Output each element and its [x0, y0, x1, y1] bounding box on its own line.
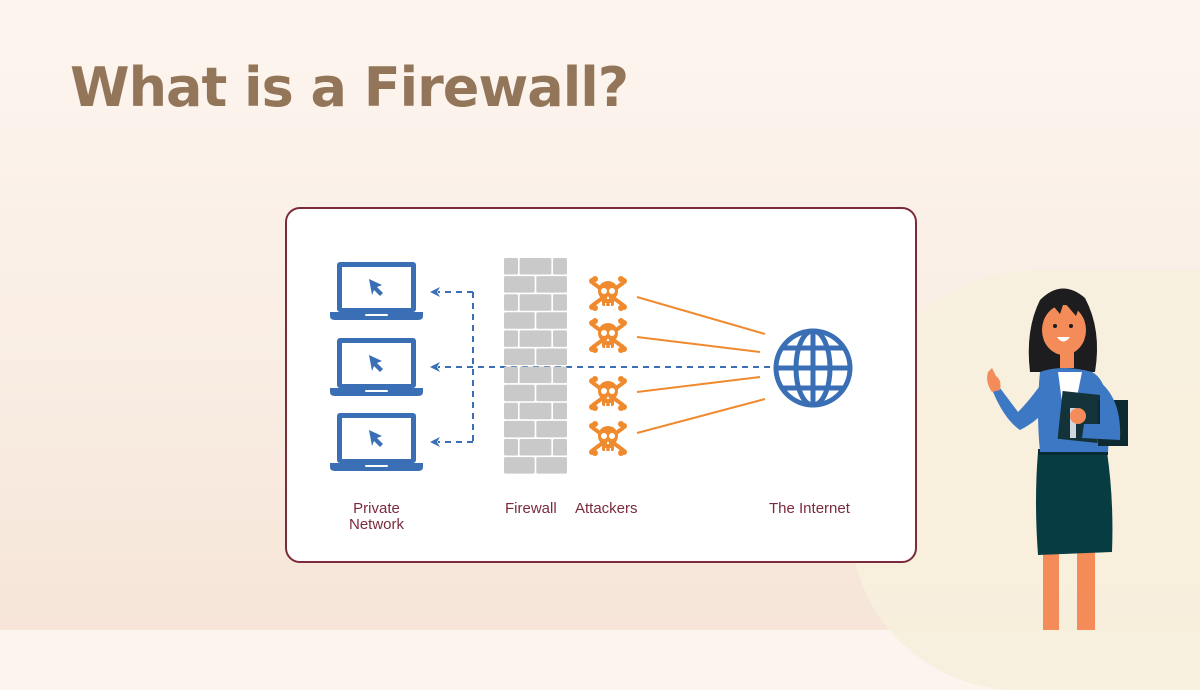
brick: [536, 384, 567, 402]
attack-line: [636, 398, 766, 434]
brick: [553, 258, 567, 275]
brick: [553, 330, 567, 347]
attack-lines: [636, 296, 766, 434]
arrowhead-icon: [430, 437, 440, 447]
brick: [536, 312, 567, 329]
brick: [553, 294, 567, 311]
brick: [504, 420, 535, 438]
brick: [536, 276, 567, 293]
label-private-network-line2: Network: [348, 516, 404, 533]
brick: [504, 348, 535, 365]
laptop-icon: [330, 338, 423, 396]
brick-wall-icon: [504, 258, 567, 474]
brick: [504, 384, 535, 402]
globe-icon: [773, 328, 853, 408]
brick: [536, 457, 567, 474]
brick: [504, 312, 535, 329]
attack-line: [636, 296, 766, 335]
label-private-network: Private Network: [330, 501, 423, 533]
brick: [504, 439, 518, 456]
attack-line: [636, 376, 761, 393]
brick: [553, 402, 567, 420]
brick: [536, 420, 567, 438]
brick: [504, 366, 518, 384]
label-private-network-line1: Private: [353, 500, 400, 517]
label-firewall: Firewall: [505, 500, 557, 517]
firewall-diagram: [330, 258, 1128, 630]
arrowhead-icon: [430, 362, 440, 372]
brick: [504, 457, 535, 474]
skull-crossbones-icon: [587, 419, 629, 458]
brick: [504, 258, 518, 275]
arrowheads: [430, 287, 440, 447]
brick: [504, 402, 518, 420]
brick: [519, 294, 552, 311]
brick: [504, 276, 535, 293]
page-title: What is a Firewall?: [70, 56, 629, 119]
laptop-icon: [330, 262, 423, 320]
brick: [519, 402, 552, 420]
arrowhead-icon: [430, 287, 440, 297]
brick: [519, 330, 552, 347]
label-internet: The Internet: [769, 500, 850, 517]
brick: [536, 348, 567, 365]
brick: [553, 439, 567, 456]
brick: [519, 366, 552, 384]
brick: [504, 330, 518, 347]
skull-crossbones-icon: [587, 274, 629, 313]
attack-line: [636, 336, 761, 353]
presenter-illustration: [987, 288, 1128, 630]
skull-crossbones-icon: [587, 316, 629, 355]
brick: [553, 366, 567, 384]
label-attackers: Attackers: [575, 500, 638, 517]
brick: [504, 294, 518, 311]
skull-crossbones-icon: [587, 374, 629, 413]
allowed-traffic-lines: [438, 291, 770, 443]
brick: [519, 439, 552, 456]
brick: [519, 258, 552, 275]
laptop-icon: [330, 413, 423, 471]
